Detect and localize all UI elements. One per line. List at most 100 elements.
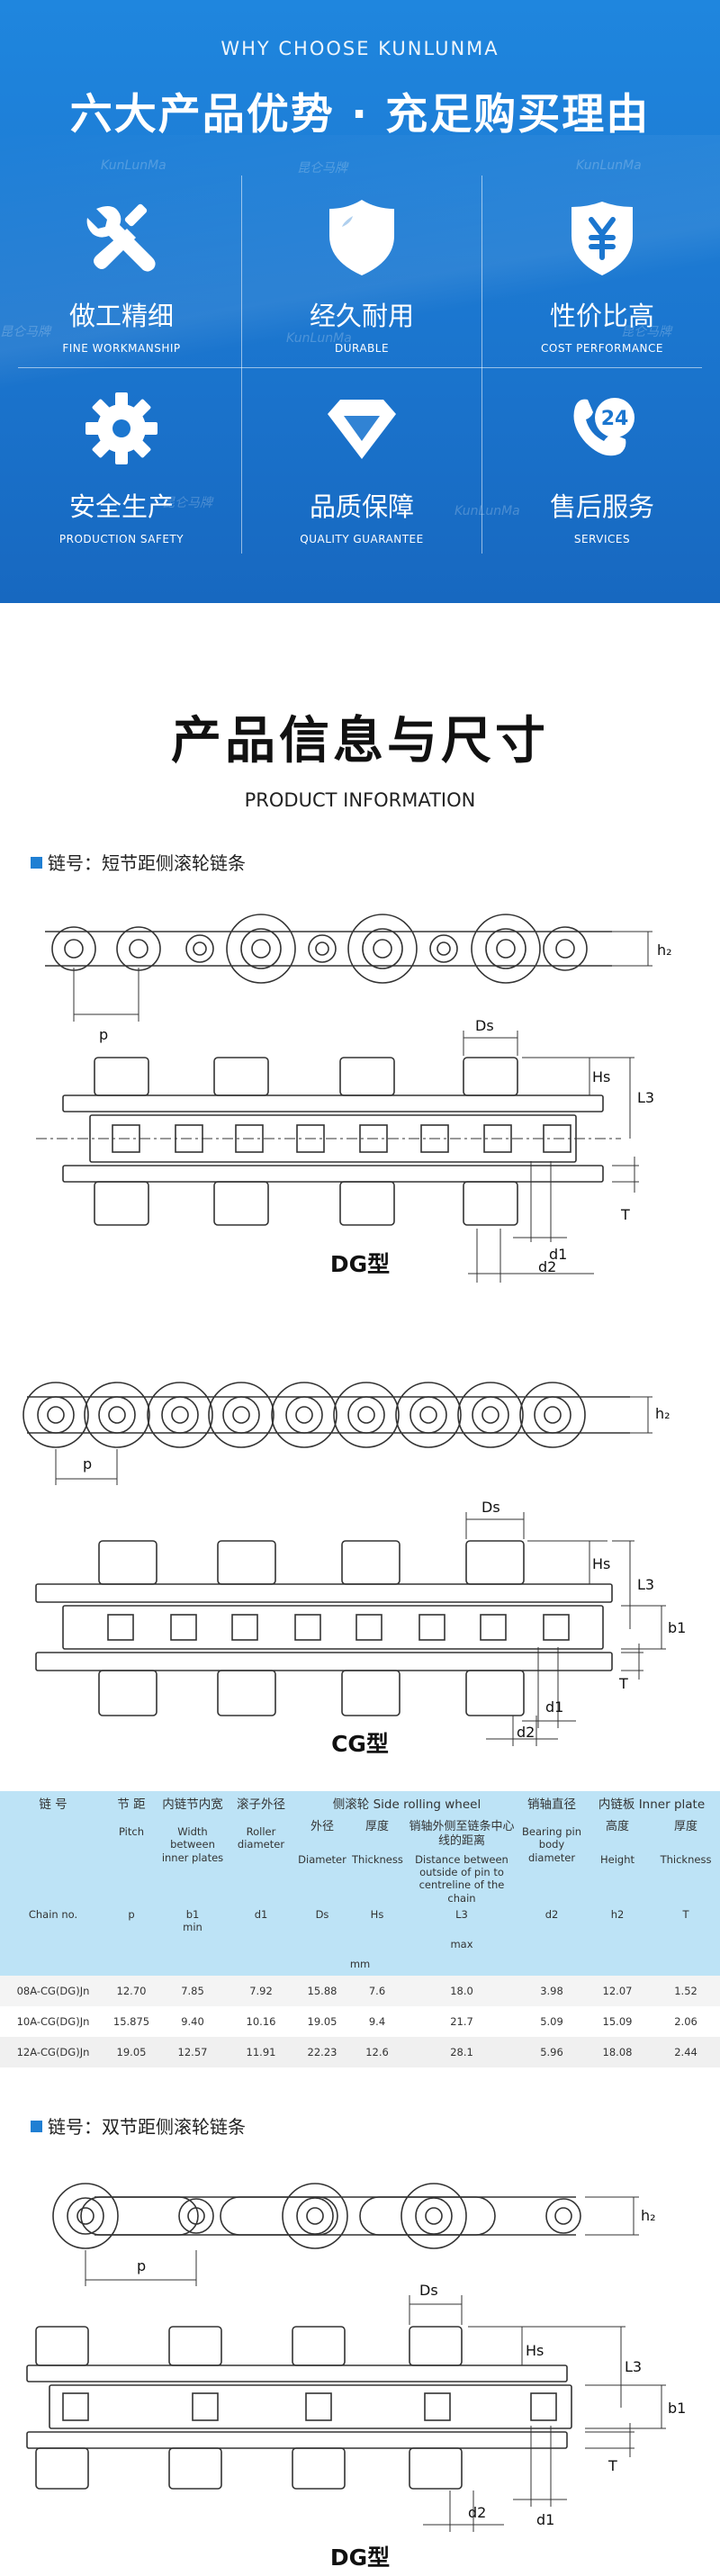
th-code: Ds [293,1906,351,1936]
drawing-caption: DG型 [329,1251,391,1277]
cell: 10.16 [229,2006,293,2038]
feature-subtitle: COST PERFORMANCE [541,342,663,355]
th-code: b1 [185,1908,200,1921]
chain-type-label: 链号：双节距侧滚轮链条 [31,2112,246,2139]
cell: 12.07 [583,1976,652,2007]
cell: 12.57 [157,2037,229,2068]
dim-label: Ds [419,2282,438,2299]
chain-top-view [22,1382,652,1485]
cell: 22.23 [293,2037,351,2068]
advantages-banner: WHY CHOOSE KUNLUNMA 六大产品优势 · 充足购买理由 KunL… [0,0,720,603]
section-title: 产品信息与尺寸 [171,712,549,770]
th-max: max [403,1935,521,1953]
cell: 21.7 [403,2006,521,2038]
cell: 28.1 [403,2037,521,2068]
dim-label: p [137,2257,146,2274]
th-sub: 厚度 [652,1818,720,1851]
th-min: min [183,1921,202,1934]
dim-label: d1 [549,1246,567,1263]
feature-fine-workmanship: 做工精细 FINE WORKMANSHIP [9,196,234,355]
th-sub: 高度 [583,1818,652,1851]
cell: 2.44 [652,2037,720,2068]
chain-top-view [45,914,652,1022]
dim-label: T [608,2457,617,2474]
cell: 1.52 [652,1976,720,2007]
dim-label: L3 [637,1576,654,1593]
double-pitch-chain-drawing: p h₂ Ds Hs L3 b1 T d1 d2 [26,2183,686,2532]
cell: 18.0 [403,1976,521,2007]
th-code: h2 [583,1906,652,1936]
th-inner-plate: 内链板 Inner plate [583,1791,720,1818]
th-code: Chain no. [0,1906,106,1936]
cell: 15.88 [293,1976,351,2007]
cell: 7.92 [229,1976,293,2007]
table-unit: mm [0,1952,720,1977]
th-roller: 滚子外径 [229,1791,293,1818]
watermark: KunLunMa [286,331,352,346]
cell: 5.96 [520,2037,584,2068]
cell: 12A-CG(DG)Jn [0,2037,106,2068]
tools-icon [86,203,156,272]
th-sub-en: Thickness [351,1851,403,1906]
feature-subtitle: FINE WORKMANSHIP [62,342,181,355]
th-en: Roller diameter [237,1825,285,1851]
cg-chain-drawing: p h₂ Ds Hs L3 b1 T d1 d2 [22,1382,686,1746]
th-pitch: 节 距 [106,1791,157,1818]
th-code: Hs [351,1906,403,1936]
dim-label: b1 [668,2400,686,2417]
feature-subtitle: DURABLE [334,342,390,355]
dim-label: d2 [538,1258,556,1275]
feature-services: 24 售后服务 SERVICES [490,387,715,545]
dimension-table: 链 号 节 距 内链节内宽 滚子外径 侧滚轮 Side rolling whee… [0,1791,720,2068]
th-side-wheel: 侧滚轮 Side rolling wheel [293,1791,521,1818]
section-subtitle: PRODUCT INFORMATION [244,789,476,811]
watermark: 昆仑马牌 [162,496,212,510]
dim-label: Hs [592,1068,610,1085]
drawing-caption: DG型 [329,2544,391,2571]
th-pin: 销轴直径 [520,1791,584,1818]
feature-title: 售后服务 [549,491,654,522]
chain-side-view [35,1512,666,1746]
th-sub-en: Height [583,1851,652,1906]
feature-title: 性价比高 [549,301,654,331]
cell: 7.85 [157,1976,229,2007]
th-sub: 厚度 [351,1818,403,1851]
banner-subtitle: WHY CHOOSE KUNLUNMA [220,38,500,59]
feature-title: 经久耐用 [309,301,414,331]
chain-type-label: 链号：短节距侧滚轮链条 [31,849,246,875]
dim-label: d1 [545,1698,563,1716]
feature-durable: 经久耐用 DURABLE [249,196,474,355]
feature-subtitle: PRODUCTION SAFETY [58,533,184,545]
feature-quality-guarantee: 品质保障 QUALITY GUARANTEE [249,387,474,545]
gear-icon [86,392,158,464]
cell: 7.6 [351,1976,403,2007]
svg-text:24: 24 [601,408,629,430]
th-code: L3 [403,1906,521,1936]
chain-top-view [52,2183,639,2286]
th-code: T [652,1906,720,1936]
dim-label: Hs [592,1555,610,1572]
feature-title: 品质保障 [309,491,414,522]
cell: 11.91 [229,2037,293,2068]
dim-label: p [99,1026,108,1043]
watermark: 昆仑马牌 [297,161,347,176]
th-sub-en: Distance between outside of pin to centr… [403,1851,521,1906]
dim-label: p [83,1455,92,1473]
cell: 15.875 [106,2006,157,2038]
dim-label: L3 [625,2358,642,2375]
drawing-caption: CG型 [331,1731,389,1757]
cell: 3.98 [520,1976,584,2007]
diamond-icon [328,400,396,459]
dim-label: T [620,1206,630,1223]
chain-type-text: 链号：双节距侧滚轮链条 [48,2116,246,2138]
chain-type-text: 链号：短节距侧滚轮链条 [48,852,246,874]
th-chain-no: 链 号 [0,1791,106,1818]
cell: 9.4 [351,2006,403,2038]
feature-title: 安全生产 [68,491,174,522]
watermark: KunLunMa [454,504,520,518]
feature-subtitle: QUALITY GUARANTEE [300,533,424,545]
